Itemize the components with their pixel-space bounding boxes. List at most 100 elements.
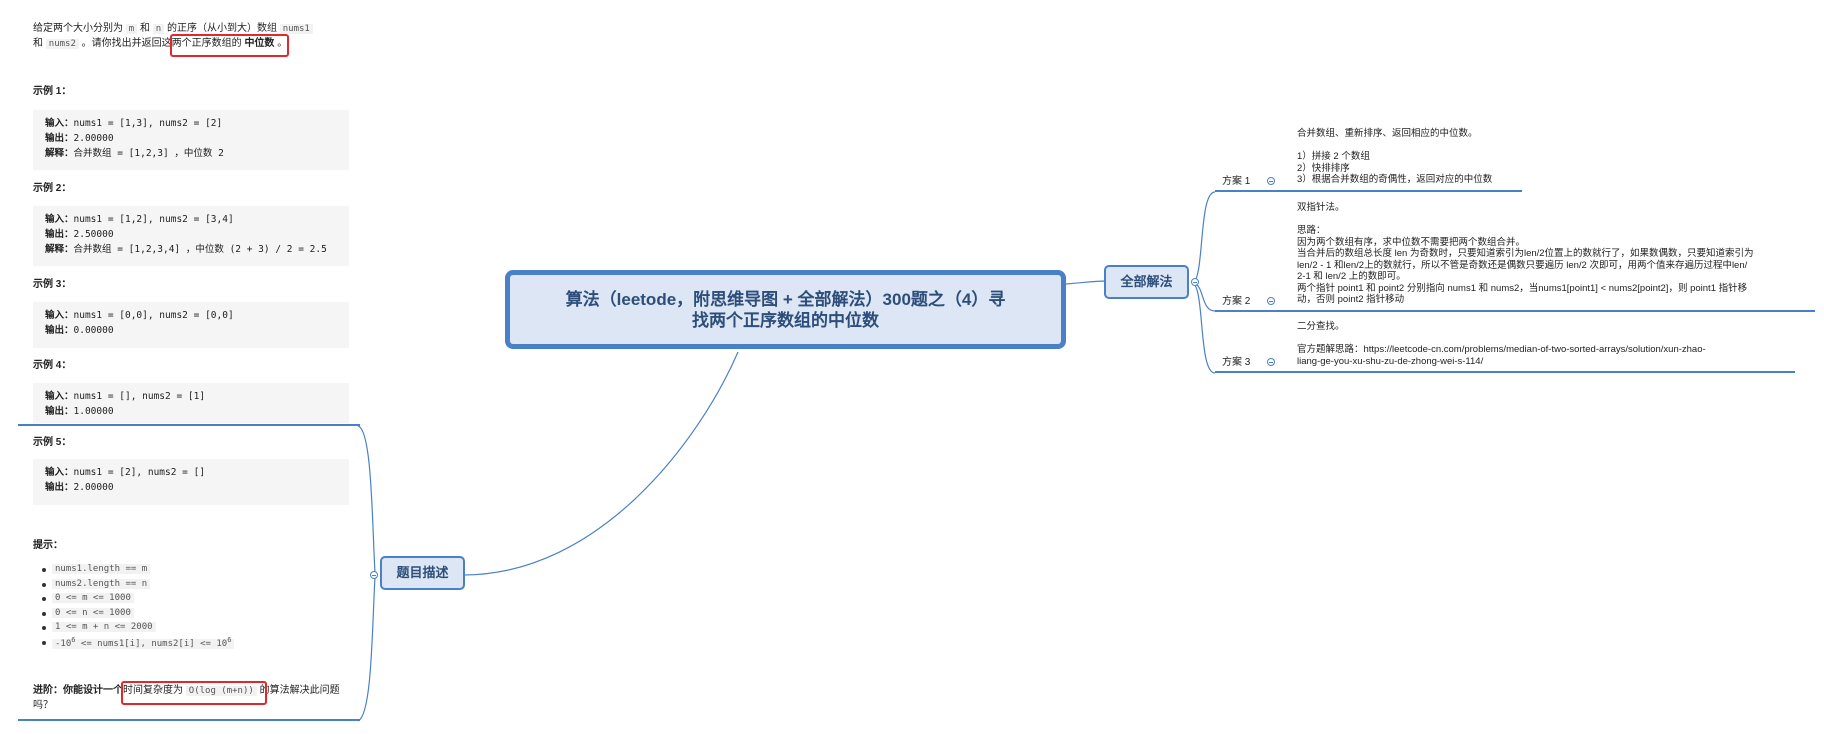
solutions-to-s1-curve [1191,191,1216,284]
solution-1-text: 合并数组、重新排序、返回相应的中位数。 1）拼接 2 个数组 2）快排排序 3）… [1297,128,1492,186]
solution-3-collapse-icon[interactable] [1267,358,1275,366]
explain-value: 合并数组 = [1,2,3,4] ，中位数 (2 + 3) / 2 = 2.5 [73,244,327,255]
list-item: 1 <= m + n <= 2000 [41,621,234,636]
output-label: 输出： [45,229,74,240]
solutions-to-s3-curve [1191,282,1216,374]
example-4-code: 输入：nums1 = [], nums2 = [1] 输出：1.00000 [33,383,349,423]
explain-label: 解释： [45,148,74,159]
hints-title: 提示： [33,540,63,551]
hint-code-range: -106 <= nums1[i], nums2[i] <= 106 [52,635,235,649]
solution-2-collapse-icon[interactable] [1267,297,1275,305]
advanced-line2: 吗？ [33,700,53,711]
central-to-description-curve [462,351,739,576]
problem-intro-prefix: 给定两个大小分别为 [33,23,123,34]
input-value: nums1 = [2], nums2 = [] [73,467,206,478]
example-1-code: 输入：nums1 = [1,3], nums2 = [2] 输出：2.00000… [33,110,349,170]
output-value: 1.00000 [73,406,114,417]
list-item: nums2.length == n [41,578,234,593]
description-branch-underline-top [18,424,360,426]
solution-2-text: 双指针法。 思路： 因为两个数组有序，求中位数不需要把两个数组合并。 当合并后的… [1297,202,1754,306]
problem-intro-mid: 的正序（从小到大）数组 [166,23,277,34]
solution-2-label: 方案 2 [1222,296,1251,307]
solution-2-line: 思路： [1297,225,1326,236]
output-value: 2.00000 [73,133,114,144]
description-branch-underline-bottom [18,719,360,721]
solution-1-line: 1）拼接 2 个数组 [1297,151,1370,162]
solution-2-line: 动，否则 point2 指针移动 [1297,294,1405,305]
solution-3-line: liang-ge-you-xu-shu-zu-de-zhong-wei-s-11… [1297,355,1484,367]
problem-line2-text: 。请你找出并返回这 [81,38,172,49]
hint-code: nums2.length == n [52,578,151,589]
explain-value: 合并数组 = [1,2,3] ，中位数 2 [73,148,224,159]
nums2-code: nums2 [45,39,79,49]
solutions-node-label: 全部解法 [1120,274,1173,289]
output-value: 2.50000 [73,229,114,240]
var-n-code: n [152,24,165,34]
output-label: 输出： [45,325,74,336]
output-label: 输出： [45,133,74,144]
median-bold-text: 中位数 [244,38,275,49]
example-1-title: 示例 1： [33,86,72,97]
problem-line2-end: 。 [277,38,288,49]
hints-list: nums1.length == m nums2.length == n 0 <=… [41,563,235,651]
advanced-highlight: 时间复杂度为 [123,685,183,696]
hint-mid: <= nums1[i], nums2[i] <= 10 [75,638,228,649]
solution-1-branch-line [1215,190,1522,192]
list-item: 0 <= m <= 1000 [41,592,234,607]
description-to-content-curve-top [357,425,376,574]
nums1-code: nums1 [279,24,313,34]
solutions-collapse-icon[interactable] [1191,278,1199,286]
output-value: 2.00000 [73,482,114,493]
hint-code: 0 <= m <= 1000 [52,593,134,604]
solution-1-label: 方案 1 [1222,176,1251,187]
description-node-label: 题目描述 [396,565,449,580]
central-to-solutions-curve [1065,280,1107,285]
example-5-title: 示例 5： [33,437,72,448]
input-value: nums1 = [1,3], nums2 = [2] [73,118,223,129]
solution-2-line: 当合并后的数组总长度 len 为奇数时，只要知道索引为len/2位置上的数就行了… [1297,248,1754,259]
problem-intro-line2: 和 nums2 。请你找出并返回这两个正序数组的 中位数 。 [33,38,287,50]
var-m-code: m [125,24,138,34]
input-label: 输入： [45,467,74,478]
solution-3-line [1297,333,1706,345]
description-collapse-icon[interactable] [370,571,378,579]
example-2-code: 输入：nums1 = [1,2], nums2 = [3,4] 输出：2.500… [33,206,349,266]
input-label: 输入： [45,310,74,321]
solution-1-line: 3）根据合并数组的奇偶性，返回对应的中位数 [1297,174,1493,185]
list-item: nums1.length == m [41,563,234,578]
solution-2-line: 2-1 和 len/2 上的数即可。 [1297,271,1406,282]
example-2-title: 示例 2： [33,183,72,194]
output-label: 输出： [45,482,74,493]
solution-3-line: 二分查找。 [1297,321,1345,332]
description-node[interactable]: 题目描述 [380,556,465,590]
central-topic-line1: 算法（leetode，附思维导图 + 全部解法）300题之（4）寻 [565,290,1006,309]
example-3-code: 输入：nums1 = [0,0], nums2 = [0,0] 输出：0.000… [33,302,349,348]
solutions-node[interactable]: 全部解法 [1104,265,1189,299]
advanced-prefix: 进阶：你能设计一个 [33,685,123,696]
solution-1-line [1297,140,1492,152]
problem-and-text: 和 [139,23,150,34]
solution-2-line: 两个指针 point1 和 point2 分别指向 nums1 和 nums2，… [1297,282,1748,294]
input-label: 输入： [45,391,74,402]
solution-1-line: 2）快排排序 [1297,162,1350,174]
complexity-code: O(log (m+n)) [185,686,257,696]
hint-code: 0 <= n <= 1000 [52,607,134,618]
highlight-box-complexity [121,681,267,705]
output-label: 输出： [45,406,74,417]
solution-1-collapse-icon[interactable] [1267,177,1275,185]
solution-2-line [1297,214,1754,226]
input-label: 输入： [45,214,74,225]
hint-exp2: 6 [227,635,232,644]
example-3-title: 示例 3： [33,279,72,290]
solution-2-line: len/2 - 1 和len/2上的数就行，所以不管是奇数还是偶数只要遍历 le… [1297,259,1748,271]
central-topic-line2: 找两个正序数组的中位数 [692,311,879,330]
central-topic[interactable]: 算法（leetode，附思维导图 + 全部解法）300题之（4）寻 找两个正序数… [505,270,1066,349]
hint-exp1: 6 [71,635,76,644]
hint-neg: -10 [55,638,72,649]
explain-label: 解释： [45,244,74,255]
description-to-content-curve-bottom [357,576,376,722]
input-value: nums1 = [0,0], nums2 = [0,0] [73,310,234,321]
solution-3-line: 官方题解思路：https://leetcode-cn.com/problems/… [1297,344,1706,355]
hint-code: nums1.length == m [52,564,151,574]
hint-code: 1 <= m + n <= 2000 [52,622,156,633]
